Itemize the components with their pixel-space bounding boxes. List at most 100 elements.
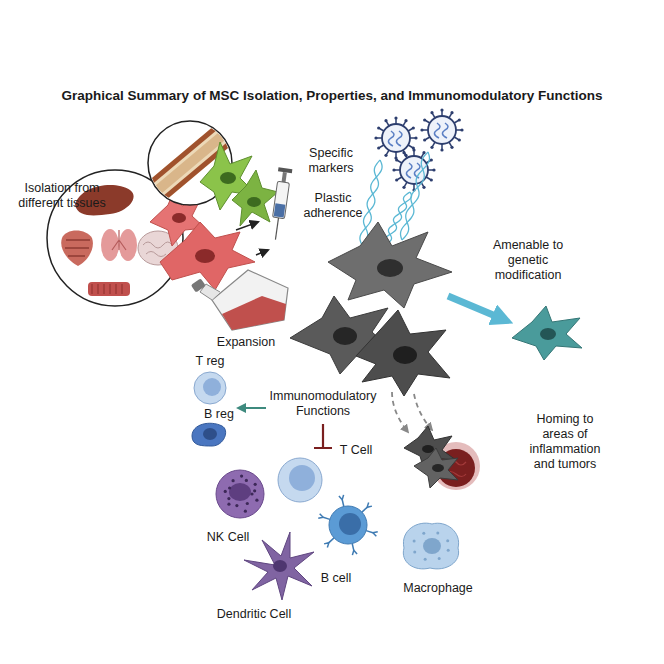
label: NK Cell [198,530,258,545]
virus-part [392,168,395,171]
homed-cells-part [432,464,444,472]
nk-cell-part [229,483,251,501]
b-cell-part [339,495,344,500]
nk-cell-part [227,503,230,506]
macrophage-part [403,523,458,569]
homing-arrow [392,392,408,432]
macrophage-part [447,549,450,552]
green-msc-cells-part [220,172,236,184]
virus-part [404,119,407,122]
modification-arrow [448,296,505,320]
treg-cell-part [194,372,226,404]
inhibition-line [314,424,332,448]
b-cell-part [367,503,372,508]
b-cell-part [318,514,323,519]
culture-flask-part [212,270,288,330]
label: B reg [194,407,244,422]
virus-part [395,178,398,181]
nk-cell-part [245,479,248,482]
syringe-part [274,203,286,217]
nk-cell-part [254,483,257,486]
homed-cells-part [422,445,434,453]
macrophage-part [423,538,441,554]
nk-cell-part [228,486,231,489]
culture-flask [191,270,288,330]
t-cell-part [278,458,322,502]
b-cell-part [373,532,378,537]
homing-arrow [414,394,432,430]
virus [374,116,417,159]
label: T reg [185,354,235,369]
dna-strand [385,192,412,245]
green-msc-cells [200,142,278,226]
nk-cell [216,470,264,518]
organ-circle-part-part [101,229,119,261]
modified-cell [512,306,582,360]
virus-part [450,111,453,114]
dendritic-cell-part [244,532,314,600]
arrow [256,250,268,255]
label: Expansion [206,335,286,350]
label: Immunomodulatory Functions [261,389,385,419]
nk-cell-part [216,470,264,518]
syringe [269,167,293,240]
virus-part [434,123,440,138]
virus-part [420,128,423,131]
nk-cell-part [246,502,249,505]
virus-part [412,148,415,151]
nk-cell-part [227,497,230,500]
virus-part [402,186,405,189]
breg-cell-part [192,423,226,446]
label: Plastic adherence [298,191,368,221]
virus-part [402,151,405,154]
syringe-part [275,218,278,240]
virus-part [442,123,448,138]
b-cell [318,495,377,555]
organ-circle-part-part [88,282,130,296]
virus-part [384,119,387,122]
label: Homing to areas of inflammation and tumo… [520,412,610,472]
virus-part [430,146,433,149]
virus-part [432,168,435,171]
nk-cell-part [235,504,238,507]
grey-msc-cells-part [328,222,452,308]
b-cell-part [324,543,329,548]
green-msc-cells-part [247,197,261,207]
virus-part [404,154,407,157]
virus-part [395,158,398,161]
nk-cell-part [255,499,258,502]
grey-msc-cells-part [393,346,417,364]
nk-cell-part [240,474,243,477]
stimulation-arrow [238,407,266,409]
b-cell-part [329,506,367,544]
virus-part [377,126,380,129]
virus-part [374,136,377,139]
virus-part [382,124,410,152]
nk-cell-part [244,510,247,513]
dna-strand [402,152,429,240]
homed-cells-part [414,448,458,488]
label: T Cell [331,443,381,458]
dendritic-cell [244,532,314,600]
virus-part [458,118,461,121]
b-cell-part [339,513,361,535]
virus-part [430,178,433,181]
macrophage-part [422,532,425,535]
red-msc-cells-part [195,249,215,263]
virus-part [377,146,380,149]
breg-cell [192,423,226,446]
viral-vectors [360,108,464,245]
virus-part [422,151,425,154]
virus-part [428,116,456,144]
culture-flask-part [222,296,286,330]
label: Dendritic Cell [204,607,304,622]
virus-part [423,118,426,121]
label: Macrophage [393,581,483,596]
virus-part [430,111,433,114]
dendritic-cell-part [273,560,287,572]
virus-part [414,136,417,139]
virus-part [458,138,461,141]
macrophage-part [446,539,449,542]
label: Isolation from different tissues [7,181,117,211]
